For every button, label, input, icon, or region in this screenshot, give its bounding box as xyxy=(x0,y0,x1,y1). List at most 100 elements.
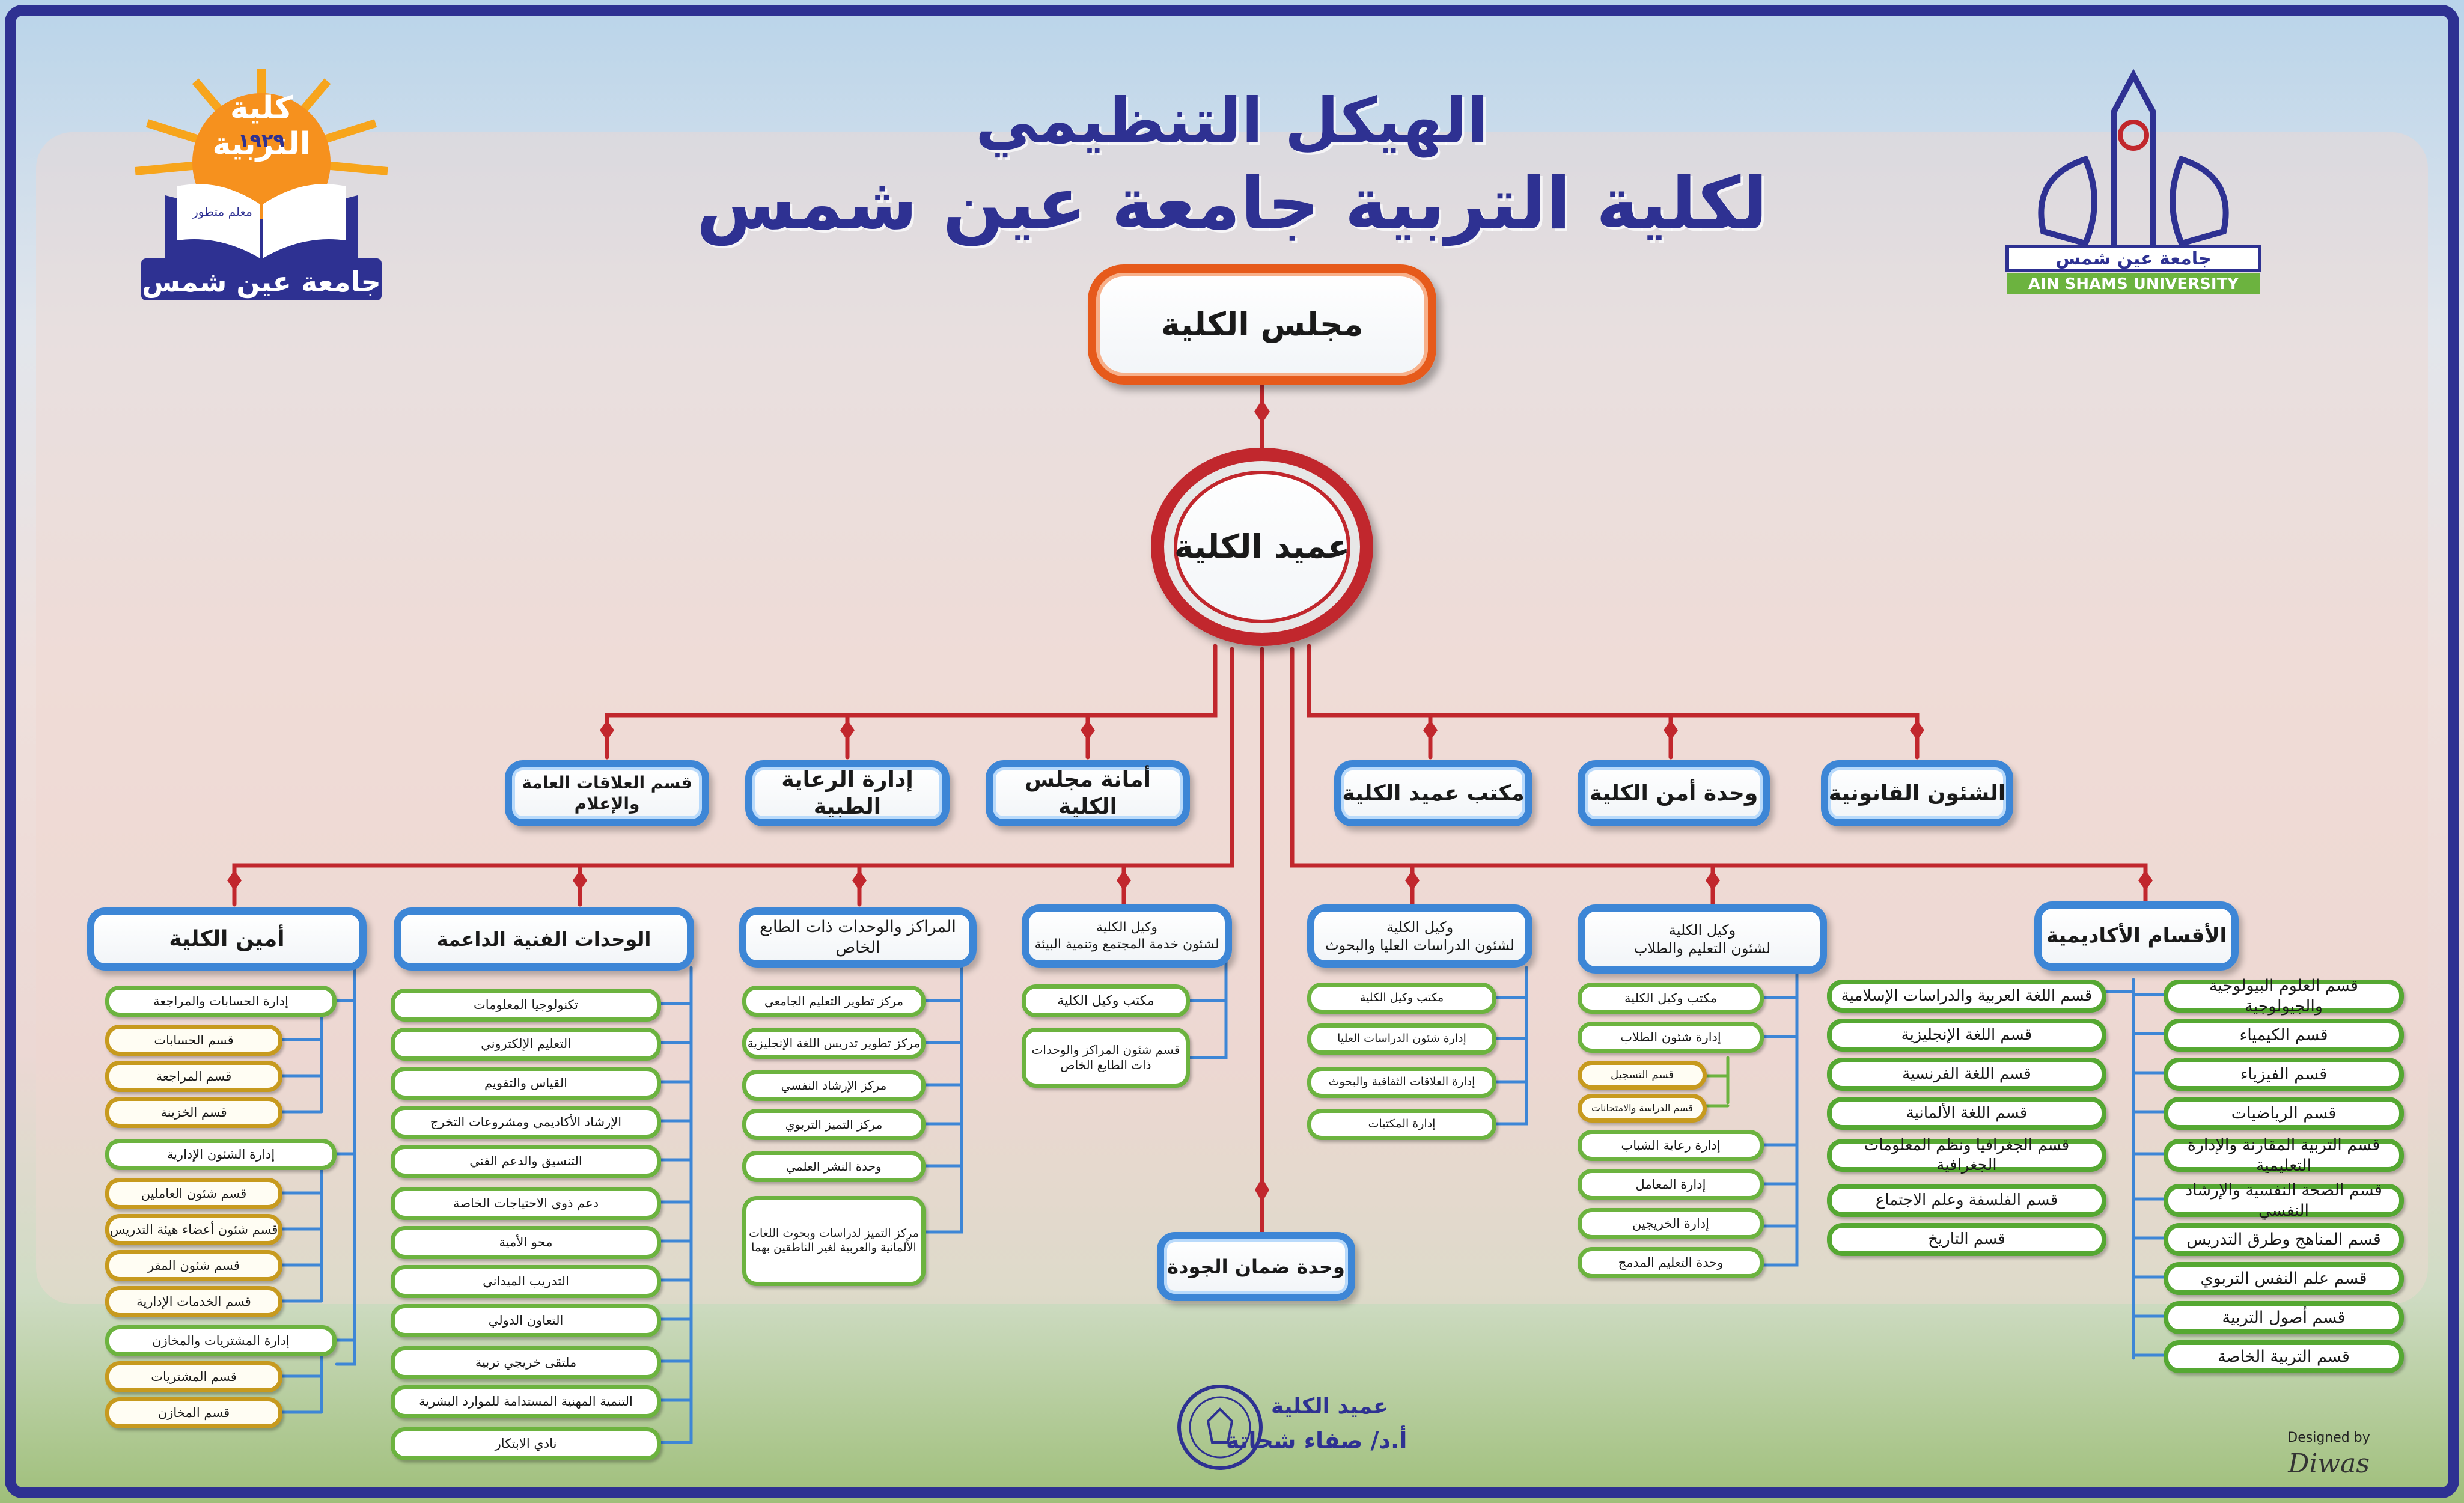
technical-unit-item-label: نادي الابتكار xyxy=(495,1436,557,1451)
academic-dept-item: قسم العلوم البيولوجية والجيولوجية xyxy=(2164,977,2404,1016)
center-item-label: مركز التميز التربوي xyxy=(785,1117,883,1132)
exams-section-item-label: قسم الدراسة والامتحانات xyxy=(1591,1102,1693,1114)
medical-care-box: إدارة الرعاية الطبية xyxy=(745,760,950,826)
technical-unit-item-label: التنسيق والدعم الفني xyxy=(469,1154,582,1169)
academic-dept-item-label: قسم اللغة العربية والدراسات الإسلامية xyxy=(1841,987,2093,1005)
technical-unit-item-label: دعم ذوي الاحتياجات الخاصة xyxy=(453,1196,599,1211)
faculty-logo-top-text: كلية التربية xyxy=(212,90,311,162)
secretary-section-item-label: قسم المراجعة xyxy=(156,1069,232,1084)
academic-dept-item: قسم التاريخ xyxy=(1827,1223,2106,1256)
centers-header: المراكز والوحدات ذات الطابع الخاص xyxy=(739,907,977,968)
secretary-admin-item: إدارة الحسابات والمراجعة xyxy=(105,986,337,1017)
technical-unit-item: التدريب الميداني xyxy=(391,1265,661,1298)
technical-unit-item: الإرشاد الأكاديمي ومشروعات التخرج xyxy=(391,1106,661,1139)
graduate-office-item: مكتب وكيل الكلية xyxy=(1307,983,1496,1014)
technical-unit-item-label: التدريب الميداني xyxy=(483,1274,569,1289)
secretary-section-item: قسم المراجعة xyxy=(105,1061,282,1092)
secretary-admin-item-label: إدارة الشئون الإدارية xyxy=(166,1147,275,1162)
public-relations-box: قسم العلاقات العامة والإعلام xyxy=(505,760,709,826)
academic-dept-item-label: قسم اللغة الإنجليزية xyxy=(1901,1026,2032,1044)
academic-dept-item: قسم التربية الخاصة xyxy=(2164,1340,2404,1373)
exams-section-item: قسم الدراسة والامتحانات xyxy=(1578,1094,1707,1123)
education-office-item-label: مكتب وكيل الكلية xyxy=(1624,990,1717,1005)
education-office-item: وحدة التعليم المدمج xyxy=(1578,1247,1764,1278)
faculty-logo-motto: معلم متطور xyxy=(192,204,252,219)
center-item-label: مركز تطوير التعليم الجامعي xyxy=(764,993,904,1008)
secretary-section-item-label: قسم شئون العاملين xyxy=(141,1186,247,1201)
secretary-section-item-label: قسم الخزينة xyxy=(160,1105,227,1120)
dean-circle: عميد الكلية xyxy=(1151,448,1373,646)
excellence-center-item: مركز التميز لدراسات وبحوث اللغات الألمان… xyxy=(742,1196,926,1286)
academic-dept-item: قسم اللغة الإنجليزية xyxy=(1827,1019,2106,1052)
secretary-section-item: قسم شئون العاملين xyxy=(105,1178,282,1209)
center-item-label: مركز الإرشاد النفسي xyxy=(781,1078,887,1093)
registration-section-item-label: قسم التسجيل xyxy=(1610,1068,1674,1081)
center-item: مركز تطوير التعليم الجامعي xyxy=(742,986,926,1017)
academic-dept-item: قسم الكيمياء xyxy=(2164,1019,2404,1052)
education-office-item: إدارة الخريجين xyxy=(1578,1208,1764,1239)
academic-dept-item: قسم الصحة النفسية والإرشاد النفسي xyxy=(2164,1181,2404,1220)
academic-dept-item-label: قسم الكيمياء xyxy=(2239,1025,2328,1044)
academic-dept-item: قسم اللغة الألمانية xyxy=(1827,1097,2106,1130)
faculty-logo-bottom-text: جامعة عين شمس xyxy=(142,266,381,298)
signature-name: أ.د/ صفاء شحاتة xyxy=(1226,1427,1407,1454)
technical-unit-item-label: القياس والتقويم xyxy=(484,1076,567,1091)
academic-dept-item: قسم الرياضيات xyxy=(2164,1097,2404,1130)
designer-name: Diwas xyxy=(2288,1448,2370,1479)
signature-title: عميد الكلية xyxy=(1271,1394,1388,1419)
graduate-office-item: إدارة العلاقات الثقافية والبحوث xyxy=(1307,1067,1496,1098)
technical-unit-item: نادي الابتكار xyxy=(391,1427,661,1460)
technical-unit-item: التنسيق والدعم الفني xyxy=(391,1145,661,1178)
university-logo xyxy=(2005,69,2261,294)
academic-dept-item-label: قسم التربية الخاصة xyxy=(2218,1347,2350,1366)
education-office-item-label: إدارة المعامل xyxy=(1635,1177,1706,1192)
secretary-section-item-label: قسم الحسابات xyxy=(154,1032,234,1047)
academic-dept-item-label: قسم الصحة النفسية والإرشاد النفسي xyxy=(2185,1180,2382,1220)
secretary-section-item: قسم الحسابات xyxy=(105,1025,282,1056)
poster-title: الهيكل التنظيمي xyxy=(975,84,1489,157)
technical-unit-item-label: التعليم الإلكتروني xyxy=(481,1037,571,1052)
centers-affairs-item: قسم شئون المراكز والوحدات ذات الطابع الخ… xyxy=(1022,1028,1190,1088)
academic-dept-item-label: قسم الفلسفة وعلم الاجتماع xyxy=(1875,1191,2058,1210)
secretary-admin-item-label: إدارة المشتريات والمخازن xyxy=(152,1333,290,1348)
education-office-item-label: وحدة التعليم المدمج xyxy=(1618,1255,1724,1270)
council-secretariat-box: أمانة مجلس الكلية xyxy=(986,760,1190,826)
graduate-office-item-label: إدارة شئون الدراسات العليا xyxy=(1337,1032,1466,1046)
academic-dept-item-label: قسم اللغة الفرنسية xyxy=(1902,1065,2031,1084)
excellence-center-item-label: مركز التميز لدراسات وبحوث اللغات الألمان… xyxy=(749,1227,919,1254)
poster-subtitle: لكلية التربية جامعة عين شمس xyxy=(696,162,1768,246)
graduate-office-item-label: إدارة المكتبات xyxy=(1368,1117,1436,1131)
center-item: مركز الإرشاد النفسي xyxy=(742,1070,926,1101)
graduate-office-item: إدارة شئون الدراسات العليا xyxy=(1307,1023,1496,1055)
graduate-office-item-label: إدارة العلاقات الثقافية والبحوث xyxy=(1328,1075,1475,1089)
center-item: مركز تطوير تدريس اللغة الإنجليزية xyxy=(742,1028,926,1059)
technical-unit-item-label: محو الأمية xyxy=(499,1235,553,1250)
academic-dept-item-label: قسم المناهج وطرق التدريس xyxy=(2186,1230,2381,1249)
secretary-section-item: قسم الخزينة xyxy=(105,1097,282,1128)
vice-dean-community-header: وكيل الكلية لشئون خدمة المجتمع وتنمية ال… xyxy=(1022,904,1232,968)
graduate-office-item: إدارة المكتبات xyxy=(1307,1109,1496,1140)
academic-dept-item: قسم اللغة الفرنسية xyxy=(1827,1058,2106,1091)
technical-unit-item-label: التعاون الدولي xyxy=(488,1313,564,1328)
secretary-section-item: قسم شئون المقر xyxy=(105,1250,282,1281)
academic-dept-item-label: قسم علم النفس التربوي xyxy=(2200,1269,2367,1288)
faculty-council-box: مجلس الكلية xyxy=(1088,264,1436,385)
academic-dept-item: قسم المناهج وطرق التدريس xyxy=(2164,1223,2404,1256)
technical-unit-item: تكنولوجيا المعلومات xyxy=(391,989,661,1022)
dean-office-box: مكتب عميد الكلية xyxy=(1334,760,1532,826)
academic-dept-item: قسم التربية المقارنة والإدارة التعليمية xyxy=(2164,1136,2404,1175)
quality-assurance-box: وحدة ضمان الجودة xyxy=(1157,1232,1355,1301)
technical-unit-item-label: ملتقى خريجي تربية xyxy=(475,1355,577,1370)
technical-unit-item-label: تكنولوجيا المعلومات xyxy=(474,998,578,1013)
education-office-item: إدارة شئون الطلاب xyxy=(1578,1022,1764,1053)
faculty-seal-icon xyxy=(1177,1385,1263,1470)
technical-unit-item: ملتقى خريجي تربية xyxy=(391,1346,661,1379)
secretary-section-item-label: قسم الخدمات الإدارية xyxy=(136,1294,251,1309)
outer-frame xyxy=(5,5,2459,1498)
secretary-section-item: قسم الخدمات الإدارية xyxy=(105,1286,282,1317)
secretary-admin-item-label: إدارة الحسابات والمراجعة xyxy=(153,993,288,1008)
academic-dept-item-label: قسم الفيزياء xyxy=(2240,1064,2328,1084)
academic-dept-item-label: قسم أصول التربية xyxy=(2222,1308,2346,1327)
